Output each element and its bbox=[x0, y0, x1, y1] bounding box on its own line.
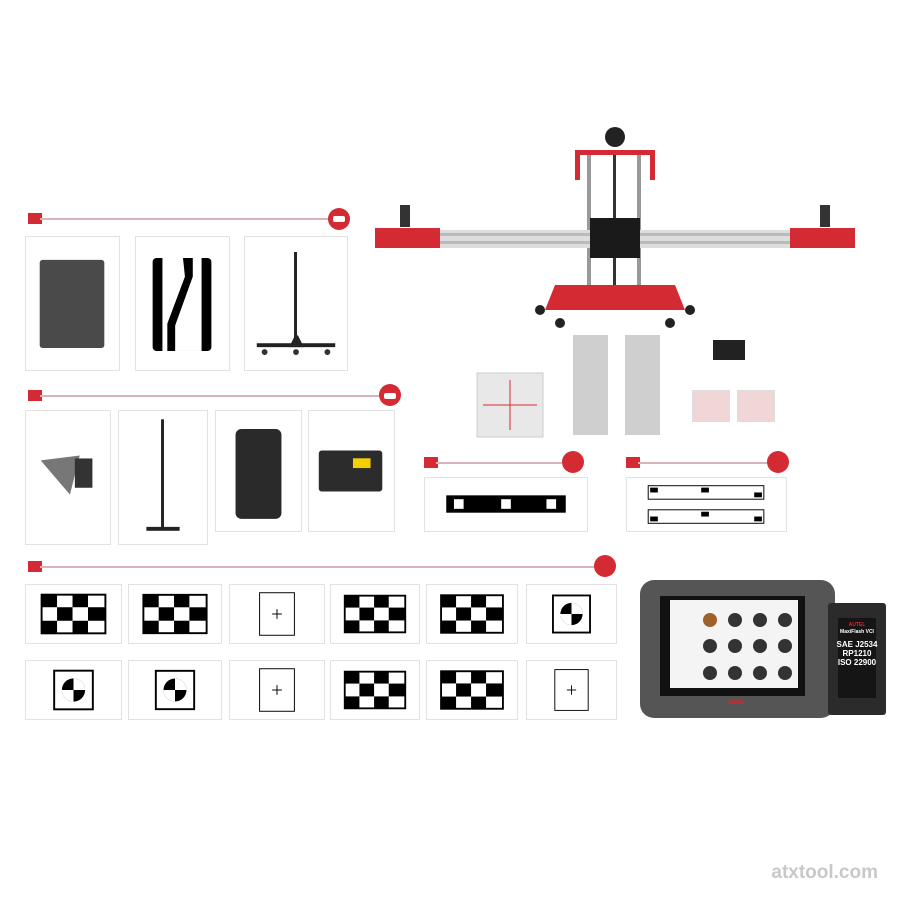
calibration-target-card bbox=[526, 660, 617, 720]
section-marker bbox=[28, 390, 42, 401]
radar-stand-card bbox=[118, 410, 208, 545]
reflector-panel bbox=[465, 370, 555, 440]
calibration-target-card bbox=[128, 660, 222, 720]
wheel-target bbox=[692, 390, 730, 422]
section-divider bbox=[40, 395, 380, 397]
vci-standard: SAE J2534 bbox=[836, 640, 878, 649]
calibration-target-card bbox=[229, 584, 325, 644]
blind-spot-target-card bbox=[424, 477, 588, 532]
stand-card bbox=[244, 236, 348, 371]
lane-camera-icon bbox=[328, 208, 350, 230]
lane-target-card bbox=[135, 236, 230, 371]
wheel-target bbox=[737, 390, 775, 422]
section-marker bbox=[626, 457, 640, 468]
section-divider bbox=[40, 566, 595, 568]
calibration-target-card bbox=[330, 660, 420, 720]
device bbox=[713, 340, 745, 360]
calibration-target-card bbox=[229, 660, 325, 720]
diagnostic-tablet: AUTEL AUTEL MaxiFlash VCI SAE J2534 RP12… bbox=[640, 578, 890, 720]
surround-view-icon bbox=[594, 555, 616, 577]
calibration-target-card bbox=[426, 660, 518, 720]
section-marker bbox=[28, 213, 42, 224]
vci-model: MaxiFlash VCI bbox=[840, 629, 874, 635]
section-divider bbox=[40, 218, 330, 220]
radar-car-icon bbox=[379, 384, 401, 406]
calibration-target-card bbox=[128, 584, 222, 644]
section-marker bbox=[424, 457, 438, 468]
reflector-card bbox=[25, 410, 111, 545]
calibration-target-card bbox=[330, 584, 420, 644]
blind-spot-icon bbox=[562, 451, 584, 473]
section-divider bbox=[638, 462, 768, 464]
wheel-clamps bbox=[565, 330, 670, 440]
calibration-target-card bbox=[25, 660, 122, 720]
night-vision-icon bbox=[767, 451, 789, 473]
night-vision-target-card bbox=[626, 477, 787, 532]
calibration-target-card bbox=[526, 584, 617, 644]
watermark: atxtool.com bbox=[771, 862, 878, 883]
vci-standard: RP1210 bbox=[842, 649, 872, 658]
calibration-target-card bbox=[426, 584, 518, 644]
radar-box-card bbox=[215, 410, 302, 532]
calibration-frame bbox=[375, 125, 855, 335]
calibration-target-card bbox=[25, 584, 122, 644]
target-board-card bbox=[25, 236, 120, 371]
doppler-card bbox=[308, 410, 395, 532]
vci-standard: ISO 22900 bbox=[837, 658, 877, 667]
section-divider bbox=[436, 462, 562, 464]
section-marker bbox=[28, 561, 42, 572]
vci-brand: AUTEL bbox=[848, 622, 866, 628]
tablet-brand: AUTEL bbox=[728, 700, 745, 706]
